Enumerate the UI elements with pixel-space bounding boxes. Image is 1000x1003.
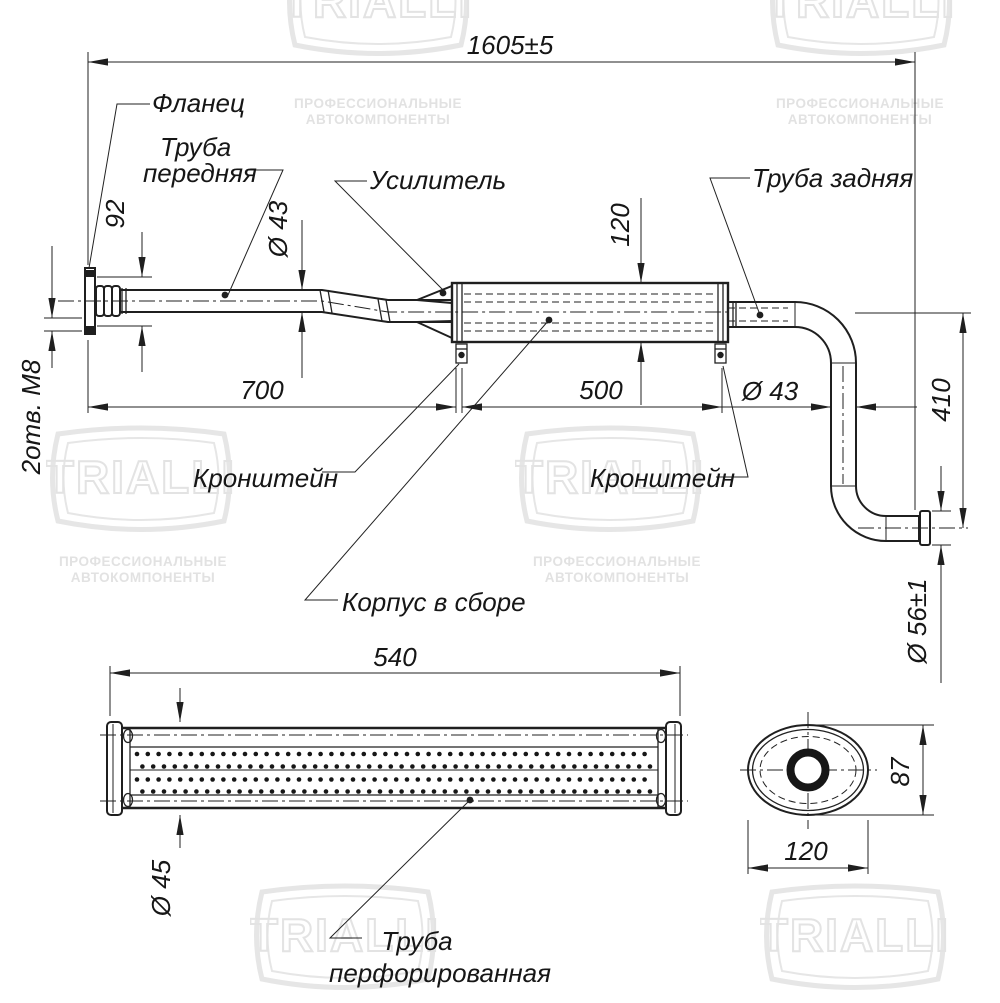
dim-front-pipe-length: 700	[240, 375, 284, 405]
leader-dots	[221, 289, 764, 804]
perf-pipe-right-collar	[665, 721, 682, 816]
label-bracket-left: Кронштейн	[193, 463, 338, 493]
label-front-pipe-line1: Труба	[160, 132, 231, 162]
label-perf-pipe-line1: Труба	[381, 926, 452, 956]
perforation-holes	[134, 751, 653, 794]
perf-pipe-left-collar	[106, 721, 123, 816]
dimension-texts: 1605±5 700 500 Ø 43 92 Ø 43 120 2отв. М8…	[16, 30, 956, 917]
dim-overall-length: 1605±5	[467, 30, 554, 60]
dim-perf-pipe-diameter: Ø 45	[146, 859, 176, 917]
rear-pipe	[728, 301, 931, 546]
dim-outlet-diameter: Ø 56±1	[902, 578, 932, 664]
label-front-pipe-line2: передняя	[143, 158, 257, 188]
dim-rear-drop: 410	[926, 378, 956, 422]
dim-front-pipe-diameter: Ø 43	[263, 200, 293, 258]
label-bracket-right: Кронштейн	[590, 463, 735, 493]
dim-body-length: 500	[579, 375, 623, 405]
label-body-assembly: Корпус в сборе	[342, 587, 526, 617]
label-perf-pipe-line2: перфорированная	[329, 958, 551, 988]
leader-lines	[88, 103, 761, 939]
dimension-arrowheads	[48, 58, 967, 872]
exhaust-assembly-view	[84, 267, 931, 546]
reinforcement-gusset-top	[416, 284, 453, 305]
dim-rear-pipe-diameter: Ø 43	[741, 376, 799, 406]
muffler-body	[416, 281, 730, 344]
outlet-flare	[918, 510, 931, 546]
flange-hole-top	[86, 270, 94, 277]
hanger-bracket-left	[455, 343, 468, 364]
label-reinforcement: Усилитель	[369, 165, 506, 195]
oval-section-view	[747, 724, 869, 816]
flange-hole-bottom	[86, 326, 94, 333]
inner-pipe-ring	[786, 748, 830, 792]
dim-flange-bolt-spacing: 92	[100, 199, 130, 228]
hanger-bracket-right	[714, 343, 727, 364]
front-pipe	[120, 289, 452, 323]
perforated-pipe-view	[106, 721, 682, 816]
dimension-lines	[44, 52, 971, 874]
reinforcement-gusset-bottom	[416, 319, 453, 340]
dim-section-height: 87	[885, 756, 915, 786]
label-rear-pipe: Труба задняя	[752, 163, 913, 193]
dim-bolt-holes-note: 2отв. М8	[16, 359, 46, 475]
bellows-joint	[95, 285, 127, 317]
dim-perf-pipe-length: 540	[373, 642, 417, 672]
label-flange: Фланец	[152, 88, 245, 118]
dim-body-diameter: 120	[605, 203, 635, 247]
dim-section-width: 120	[784, 836, 828, 866]
